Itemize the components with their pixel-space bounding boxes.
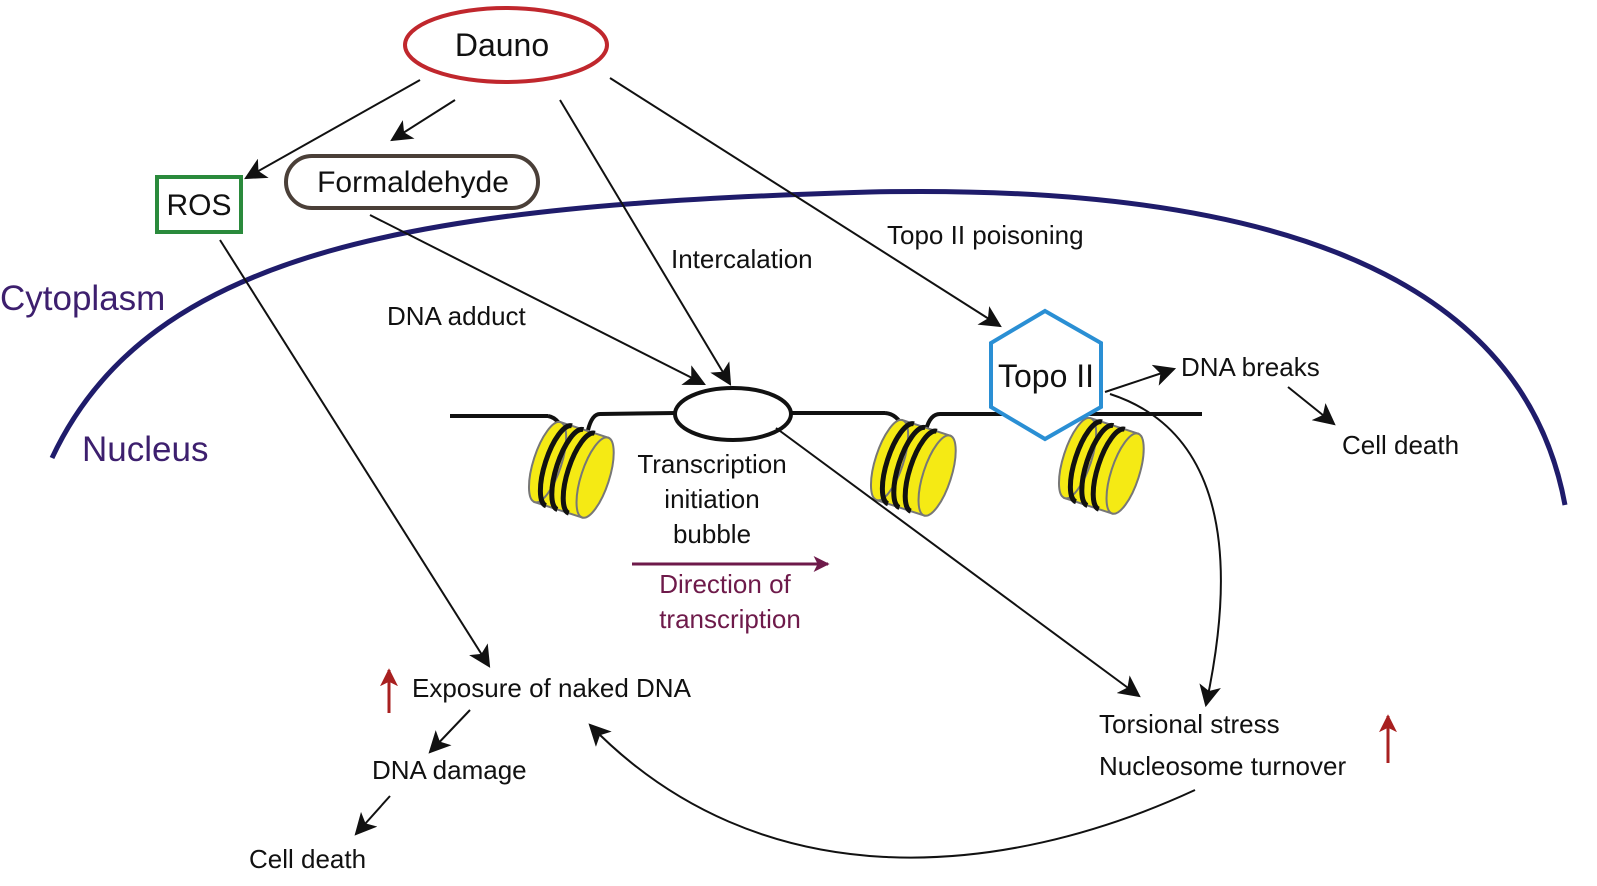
direction-caption-1: Direction of — [659, 569, 791, 599]
arrow-bubble-torsional — [775, 427, 1141, 698]
arrow-nucleosome-exposure — [588, 723, 1196, 859]
bubble-caption-3: bubble — [673, 519, 751, 549]
nucleus-label: Nucleus — [82, 430, 208, 469]
cytoplasm-label: Cytoplasm — [0, 279, 165, 318]
topo2-label: Topo II — [998, 358, 1094, 394]
torsional-stress-label: Torsional stress — [1099, 709, 1280, 739]
cell-death-right-label: Cell death — [1342, 430, 1459, 460]
topo2-node — [989, 308, 1103, 442]
dauno-label: Dauno — [455, 27, 549, 63]
arrow-dauno-topo2 — [609, 77, 1002, 328]
bubble-caption-1: Transcription — [637, 449, 786, 479]
ros-label: ROS — [166, 189, 231, 222]
dauno-node — [403, 6, 609, 84]
formaldehyde-node — [284, 154, 540, 210]
arrow-dauno-to-ros — [244, 79, 421, 180]
nucleosome-2 — [869, 418, 957, 517]
arrow-topo2-torsional — [1109, 393, 1222, 708]
nucleosome-3 — [1057, 416, 1145, 515]
arrow-dauno-intercalation — [559, 99, 732, 386]
nucleosome-turnover-label: Nucleosome turnover — [1099, 751, 1346, 781]
topo2-poisoning-label: Topo II poisoning — [887, 220, 1084, 250]
intercalation-label: Intercalation — [671, 244, 813, 274]
cell-death-bottom-label: Cell death — [249, 844, 366, 874]
exposure-label: Exposure of naked DNA — [412, 673, 692, 703]
arrow-dauno-to-formaldehyde — [390, 99, 456, 142]
arrow-damage-cell-death — [354, 795, 391, 836]
arrow-breaks-cell-death — [1287, 386, 1336, 426]
arrow-ros-exposure — [219, 239, 491, 668]
bubble-caption-2: initiation — [664, 484, 759, 514]
dna-damage-label: DNA damage — [372, 755, 527, 785]
nuclear-membrane — [49, 188, 1568, 506]
dna-breaks-label: DNA breaks — [1181, 352, 1320, 382]
transcription-bubble — [673, 386, 793, 442]
formaldehyde-label: Formaldehyde — [317, 166, 509, 199]
direction-caption-2: transcription — [659, 604, 801, 634]
arrow-topo2-dna-breaks — [1104, 364, 1177, 393]
dna-adduct-label: DNA adduct — [387, 301, 527, 331]
nucleosome-1 — [527, 420, 615, 519]
ros-node — [155, 175, 243, 234]
arrow-exposure-damage — [428, 709, 471, 754]
arrow-formaldehyde-adduct — [369, 214, 706, 385]
